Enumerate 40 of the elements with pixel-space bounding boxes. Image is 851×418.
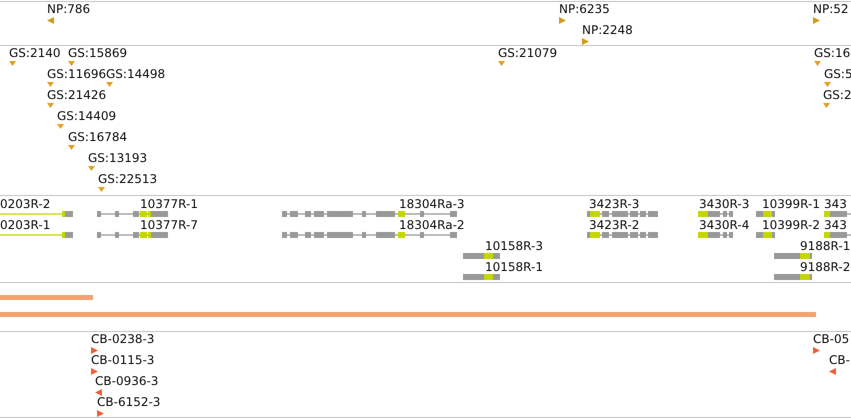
feature-label: NP:786 <box>47 2 90 16</box>
gene-label: 343 <box>824 197 847 211</box>
gene-label: 10399R-1 <box>762 197 820 211</box>
feature-label: GS:2140 <box>9 46 60 60</box>
feature-label: GS:21426 <box>47 88 106 102</box>
feature-label: GS:16 <box>814 46 850 60</box>
gene-label: 18304Ra-2 <box>399 218 465 232</box>
gene-label: 10158R-3 <box>485 239 543 253</box>
gene-label: 10377R-1 <box>140 197 198 211</box>
feature-label: GS:22513 <box>98 172 158 186</box>
feature-label: GS:14498 <box>106 67 166 81</box>
gene-label: 343 <box>824 218 847 232</box>
feature-label: GS:14409 <box>57 109 116 123</box>
gene-label: 18304Ra-3 <box>399 197 465 211</box>
gene-label: 3423R-2 <box>589 218 640 232</box>
feature-label: GS:21079 <box>498 46 558 60</box>
feature-label: NP:2248 <box>582 23 633 37</box>
gene-label: 10377R-7 <box>140 218 198 232</box>
gene-label: 0203R-1 <box>0 218 50 232</box>
gene-label: 9188R-2 <box>800 260 850 274</box>
feature-label: GS:2 <box>823 88 851 102</box>
feature-label: GS:11696 <box>47 67 106 81</box>
gene-label: 9188R-1 <box>800 239 850 253</box>
gene-label: 3430R-4 <box>699 218 750 232</box>
feature-label: CB-0115-3 <box>91 353 154 367</box>
gene-label: 10158R-1 <box>485 260 543 274</box>
gene-label: 10399R-2 <box>762 218 820 232</box>
feature-label: GS:16784 <box>68 130 128 144</box>
feature-label: GS:15869 <box>68 46 128 60</box>
gene-label: 0203R-2 <box>0 197 50 211</box>
gene-label: 3430R-3 <box>699 197 750 211</box>
feature-label: GS:13193 <box>88 151 148 165</box>
feature-label: CB- <box>829 353 850 367</box>
feature-label: CB-6152-3 <box>97 395 160 409</box>
gene-label: 3423R-3 <box>589 197 640 211</box>
feature-label: CB-0238-3 <box>91 332 154 346</box>
feature-label: CB-05 <box>813 332 850 346</box>
feature-label: NP:6235 <box>559 2 610 16</box>
feature-label: CB-0936-3 <box>95 374 158 388</box>
feature-label: NP:52 <box>813 2 849 16</box>
